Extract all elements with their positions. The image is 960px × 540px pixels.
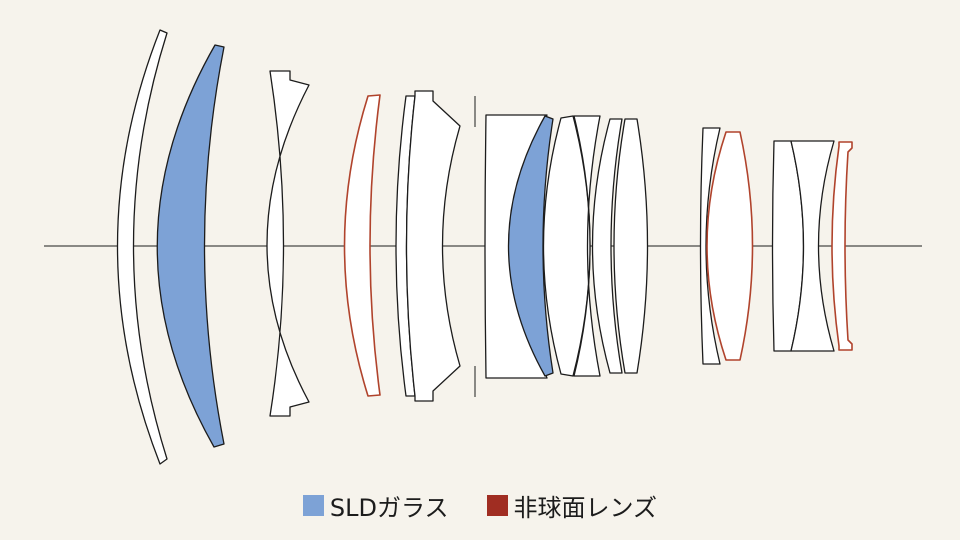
lens-element-11 <box>591 118 623 374</box>
lens-element-3 <box>266 70 310 417</box>
sld-glass-label: SLDガラス <box>329 494 449 522</box>
lens-element-17-aspherical <box>831 141 853 351</box>
lens-element-2-sld <box>156 44 225 448</box>
lens-element-10 <box>573 115 601 377</box>
lens-element-14-aspherical <box>706 131 754 361</box>
lens-element-12 <box>613 118 649 374</box>
lens-element-1 <box>116 29 168 465</box>
lens-element-13 <box>699 127 721 365</box>
aspherical-lens-swatch <box>486 495 508 516</box>
lens-element-16 <box>790 140 835 352</box>
sld-glass-swatch <box>302 495 324 516</box>
aspherical-lens-label: 非球面レンズ <box>513 494 658 522</box>
legend-item-aspherical: 非球面レンズ <box>486 488 658 523</box>
lens-element-8-sld <box>507 115 554 377</box>
legend-item-sld: SLDガラス <box>302 488 449 523</box>
legend: SLDガラス 非球面レンズ <box>0 488 960 523</box>
lens-element-4-aspherical <box>343 94 381 397</box>
lens-element-6 <box>405 90 461 402</box>
